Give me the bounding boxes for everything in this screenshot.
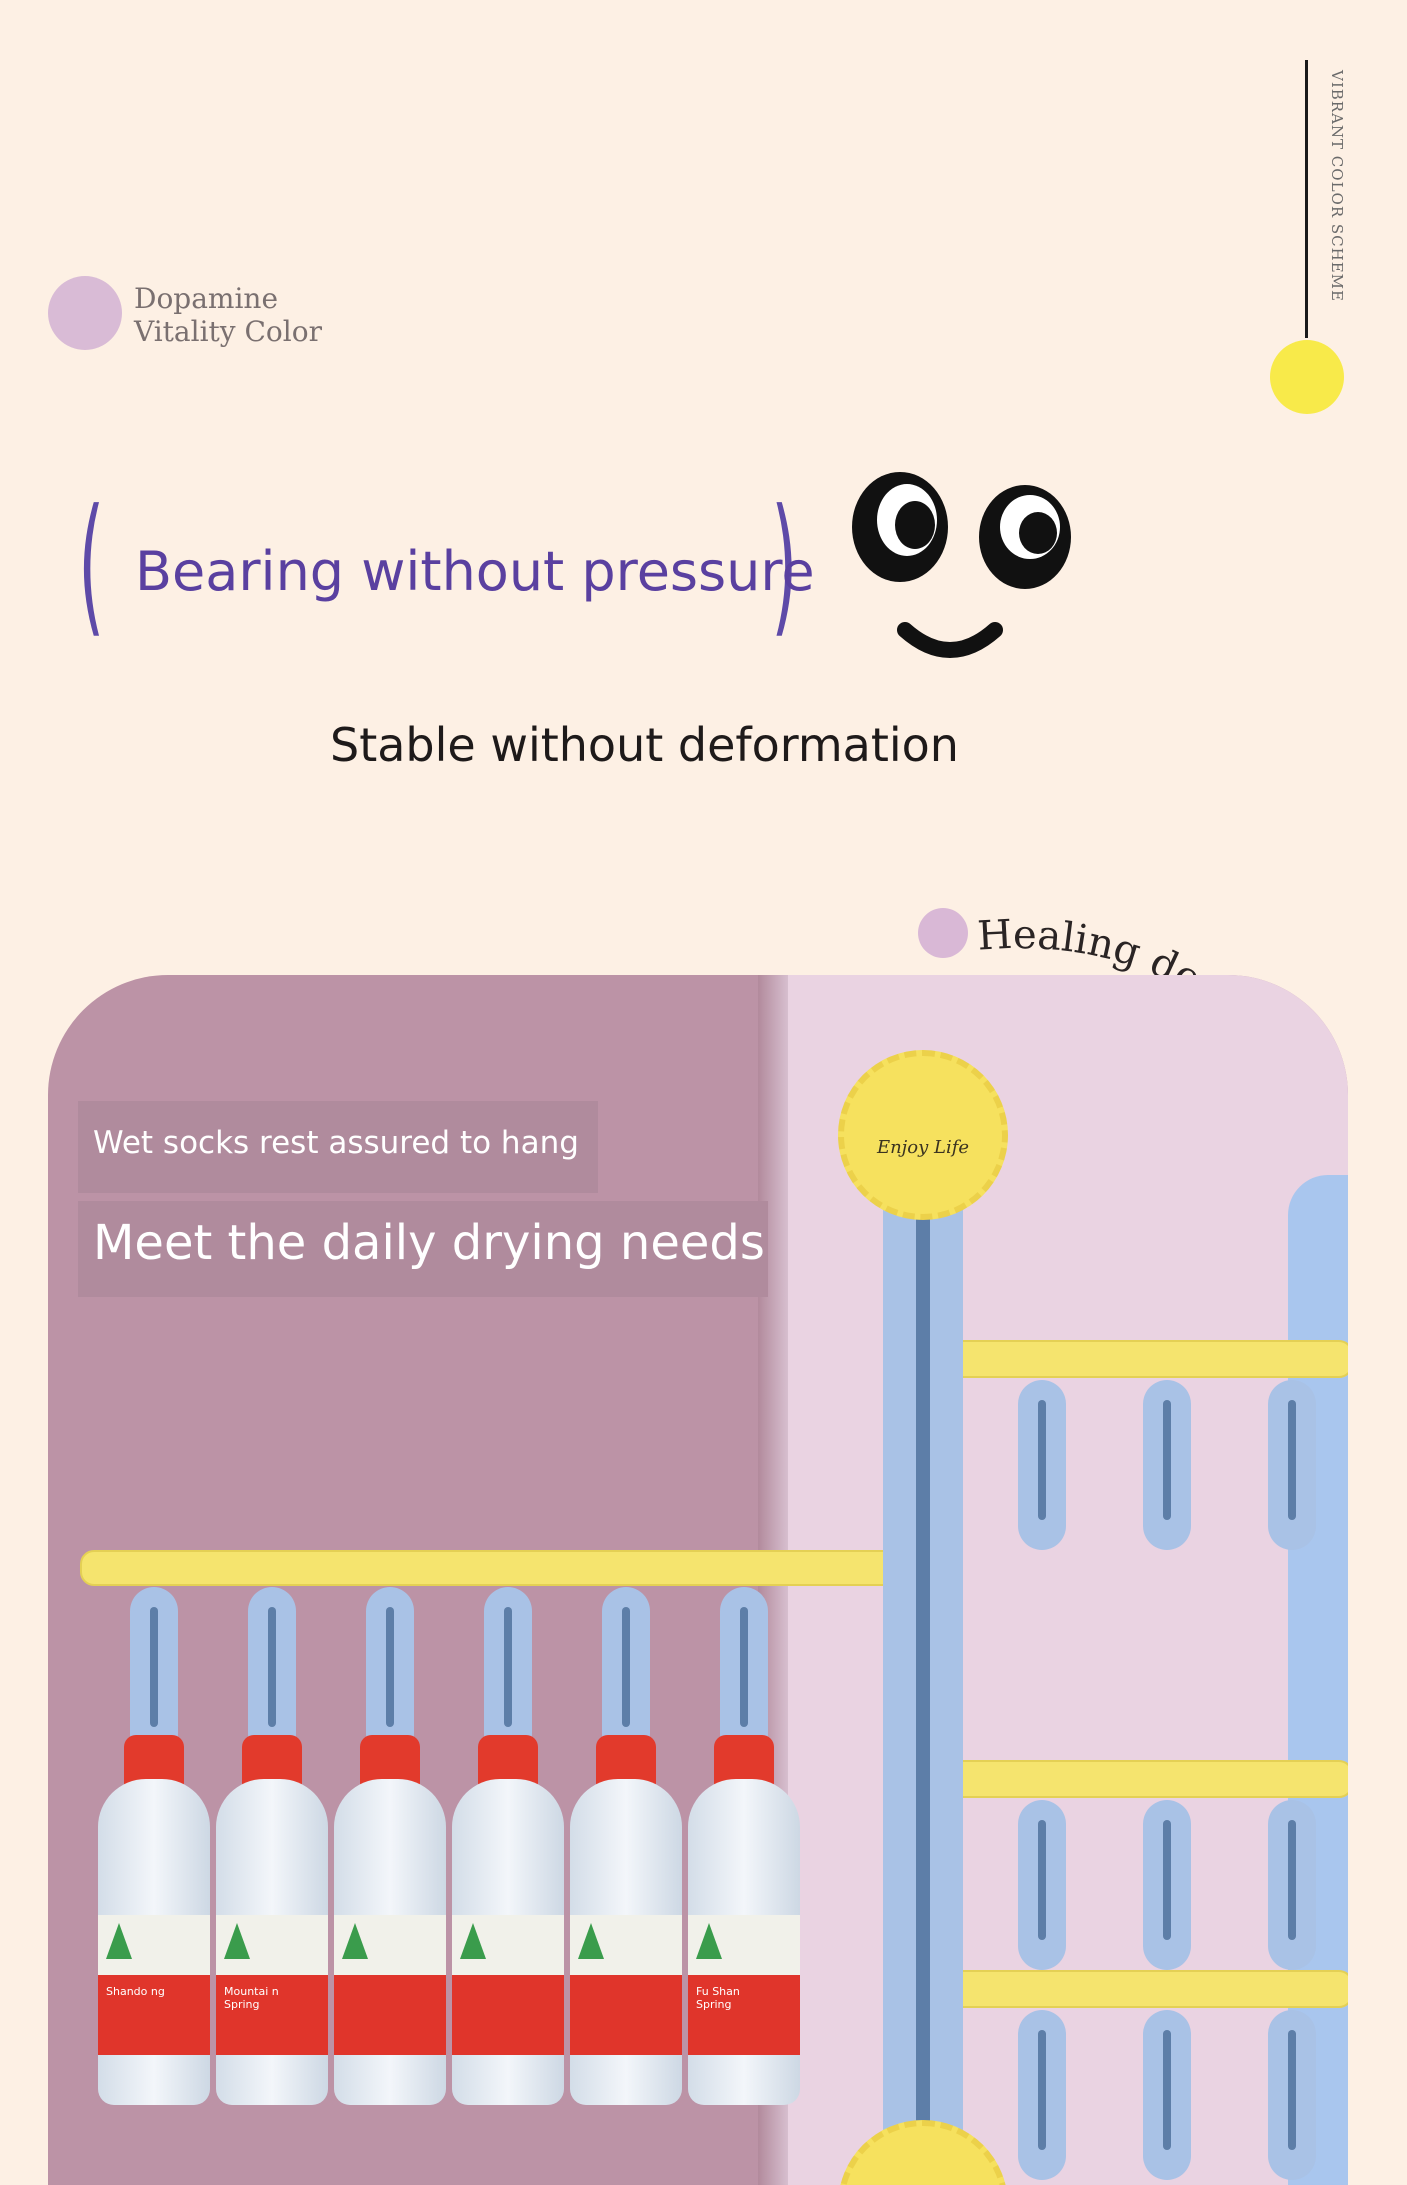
rail-right-3	[923, 1970, 1348, 2008]
subheadline: Stable without deformation	[330, 718, 959, 772]
tag-dot	[48, 276, 122, 350]
clip	[130, 1587, 178, 1757]
rack-post-slot	[916, 1210, 930, 2160]
water-bottle: Shando ng	[98, 1735, 210, 2105]
brand-tag-line2: Vitality Color	[134, 315, 322, 348]
clip	[1268, 2010, 1316, 2180]
clip	[1143, 1800, 1191, 1970]
bottle-label: Shando ng	[106, 1985, 165, 1998]
caption-large-box	[78, 1201, 768, 1297]
clip	[366, 1587, 414, 1757]
knob-top	[838, 1050, 1008, 1220]
left-parenthesis: (	[78, 478, 105, 652]
caption-large: Meet the daily drying needs	[93, 1215, 765, 1271]
clip	[1018, 1800, 1066, 1970]
clip	[602, 1587, 650, 1757]
clip	[484, 1587, 532, 1757]
rail-long	[80, 1550, 940, 1586]
clip	[1143, 1380, 1191, 1550]
vertical-rule	[1305, 60, 1308, 338]
vertical-caption: VIBRANT COLOR SCHEME	[1328, 70, 1346, 302]
smiley-face-icon	[852, 472, 1071, 658]
water-bottle: Mountai n Spring	[216, 1735, 328, 2105]
caption-small: Wet socks rest assured to hang	[93, 1125, 579, 1161]
brand-tag: Dopamine Vitality Color	[134, 282, 322, 348]
product-scene: Wet socks rest assured to hang Meet the …	[48, 975, 1348, 2185]
water-bottle: Fu Shan Spring	[688, 1735, 800, 2105]
clip	[248, 1587, 296, 1757]
arc-label-dot	[918, 908, 968, 958]
clip	[1268, 1800, 1316, 1970]
clip	[1018, 2010, 1066, 2180]
caption-small-box	[78, 1101, 598, 1193]
brand-tag-line1: Dopamine	[134, 282, 279, 315]
rail-right-1	[923, 1340, 1348, 1378]
water-bottle	[570, 1735, 682, 2105]
clip	[1143, 2010, 1191, 2180]
clip	[1268, 1380, 1316, 1550]
water-bottle	[334, 1735, 446, 2105]
clip	[720, 1587, 768, 1757]
vertical-dot	[1270, 340, 1344, 414]
bottle-label: Mountai n Spring	[224, 1985, 279, 2011]
clip	[1018, 1380, 1066, 1550]
bottle-label: Fu Shan Spring	[696, 1985, 740, 2011]
rail-right-2	[923, 1760, 1348, 1798]
headline: Bearing without pressure	[135, 540, 815, 603]
right-parenthesis: )	[771, 478, 798, 652]
knob-label: Enjoy Life	[876, 1137, 970, 1158]
water-bottle	[452, 1735, 564, 2105]
